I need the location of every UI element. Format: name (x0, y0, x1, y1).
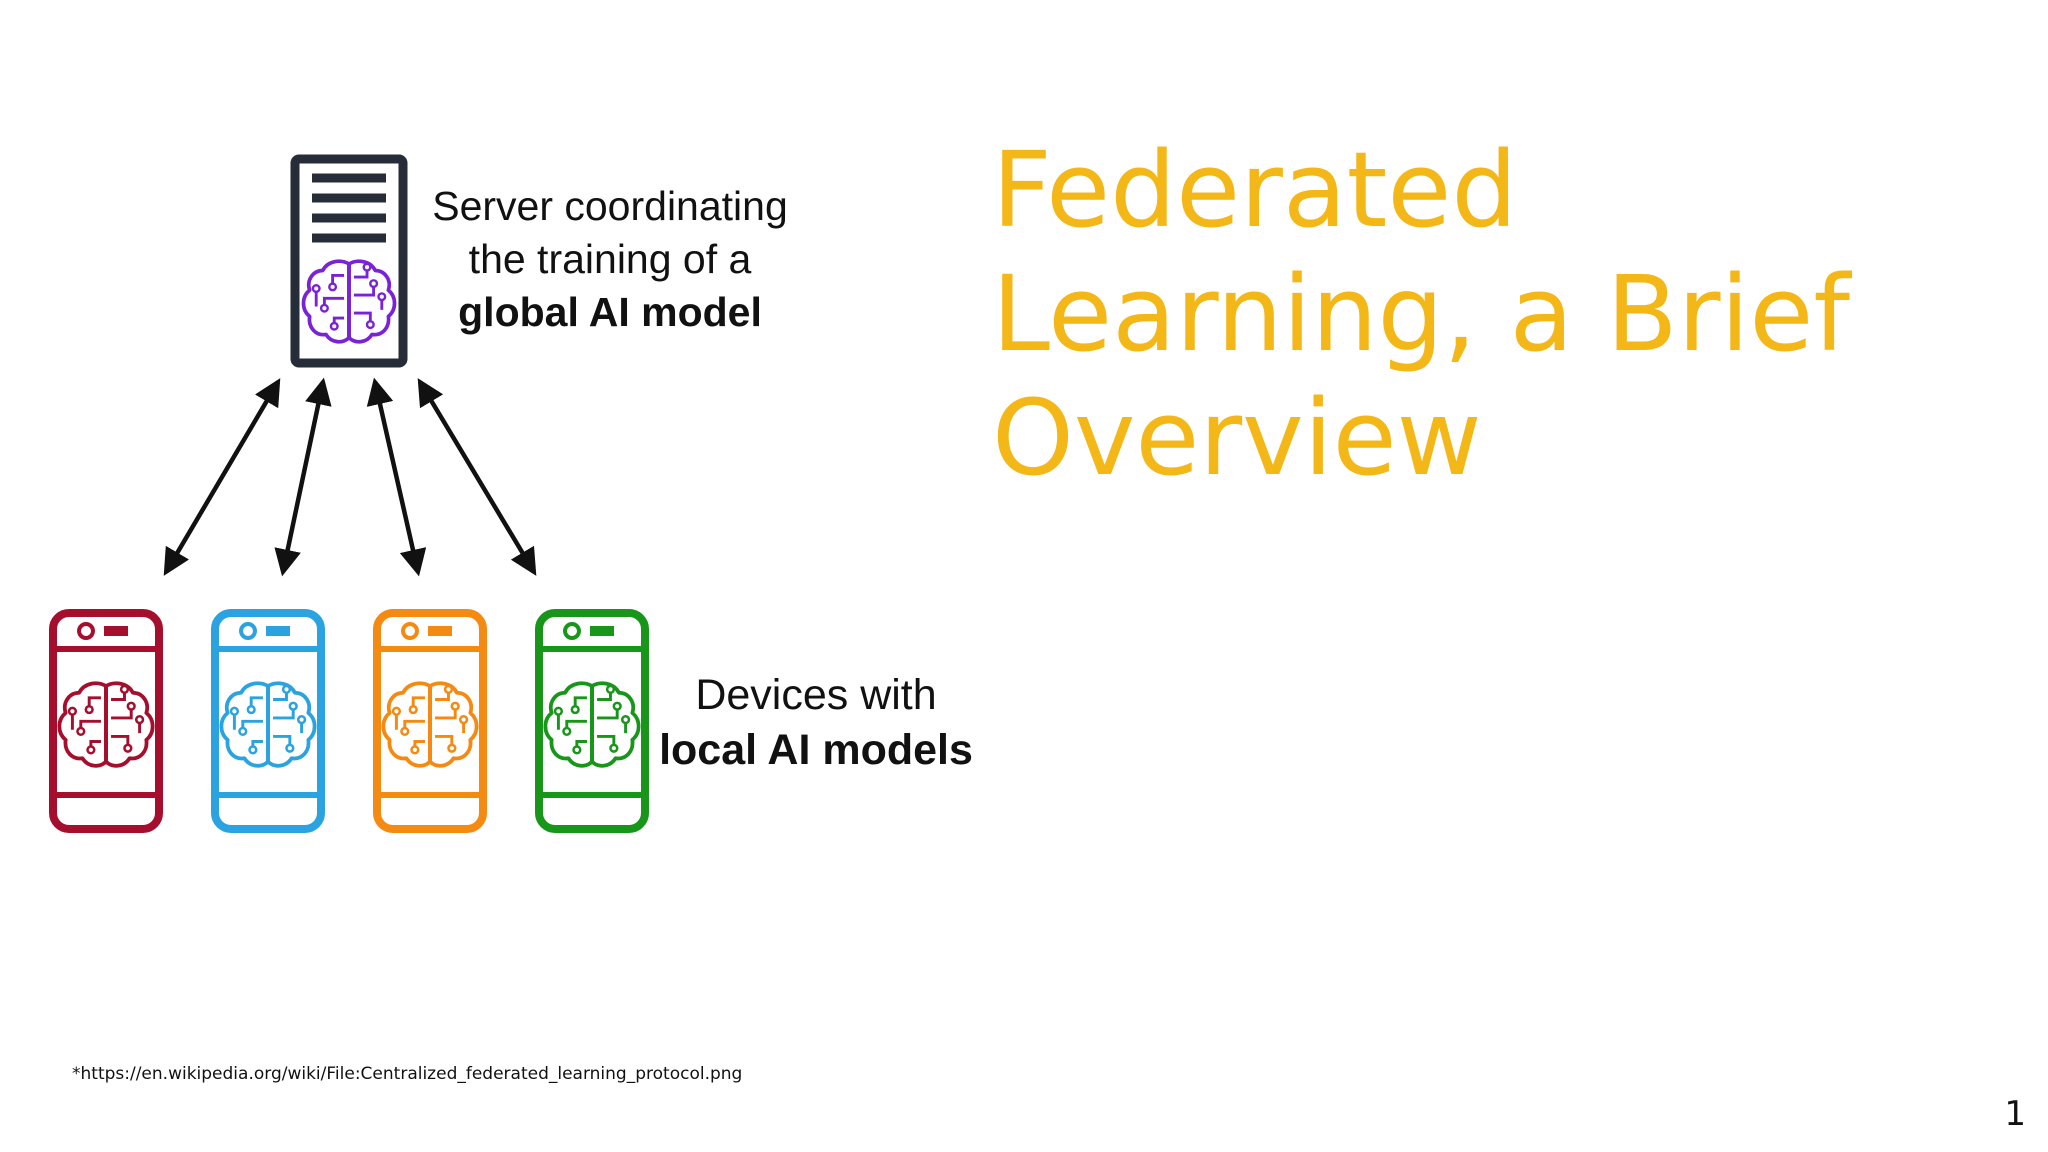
device-phone-icon-1 (53, 613, 159, 829)
arrow-icon-4 (417, 378, 537, 576)
arrow-icon-1 (163, 378, 281, 576)
page-number: 1 (2004, 1094, 2026, 1134)
device-phone-icon-2 (215, 613, 321, 829)
server-caption-line-2: the training of a (468, 236, 752, 282)
devices-caption: Devices with local AI models (646, 668, 986, 778)
devices-caption-line-2: local AI models (659, 726, 973, 774)
devices-caption-line-1: Devices with (695, 671, 937, 719)
device-phone-icon-3 (377, 613, 483, 829)
device-phone-icon-4 (539, 613, 645, 829)
arrow-icon-2 (274, 377, 332, 577)
sync-arrows (163, 377, 537, 577)
title-line-1: Federated (992, 129, 1518, 251)
slide-title: Federated Learning, a Brief Overview (992, 128, 1892, 500)
server-caption: Server coordinating the training of a gl… (420, 180, 800, 339)
arrow-icon-3 (366, 377, 427, 577)
server-caption-line-1: Server coordinating (432, 183, 788, 229)
server-caption-line-3: global AI model (458, 289, 762, 335)
title-line-3: Overview (992, 377, 1482, 499)
source-footnote: *https://en.wikipedia.org/wiki/File:Cent… (72, 1064, 743, 1084)
server-rack-lines-icon (312, 173, 386, 243)
server-icon (290, 154, 408, 368)
title-line-2: Learning, a Brief (992, 253, 1850, 375)
